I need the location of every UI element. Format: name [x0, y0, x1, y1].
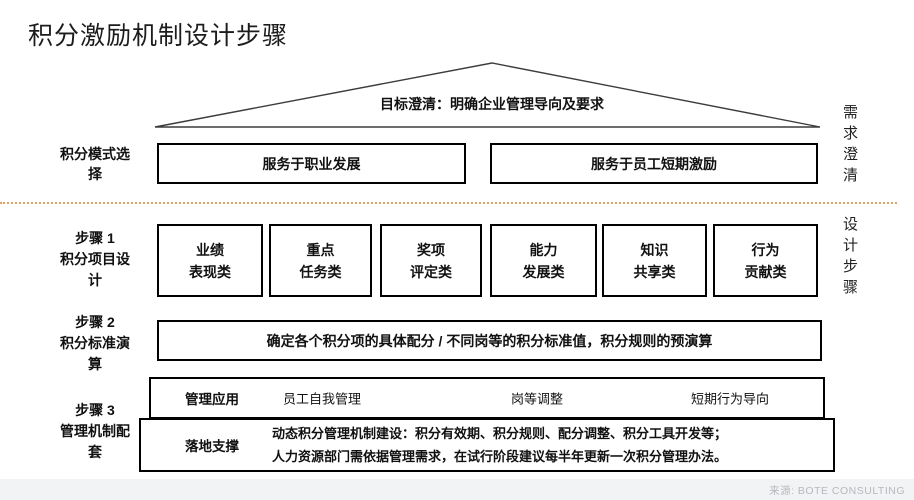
- category-line: 共享类: [633, 263, 676, 280]
- step1-label: 步骤 1 积分项目设计: [57, 228, 133, 291]
- mode-box-shortterm-incentive: 服务于员工短期激励: [490, 143, 818, 184]
- category-line: 评定类: [410, 263, 452, 280]
- application-item-grade-adjustment: 岗等调整: [510, 391, 564, 407]
- category-line: 重点: [306, 241, 335, 258]
- category-line: 奖项: [417, 241, 445, 258]
- mode-row-label: 积分模式选择: [60, 146, 130, 182]
- category-box-capability: 能力 发展类: [490, 224, 597, 297]
- category-line: 知识: [640, 241, 669, 258]
- mode-box-career-development: 服务于职业发展: [157, 143, 466, 184]
- step3-application-row: 管理应用 员工自我管理 岗等调整 短期行为导向: [149, 377, 825, 419]
- category-box-knowledge: 知识 共享类: [602, 224, 707, 297]
- category-box-performance: 业绩 表现类: [157, 224, 263, 297]
- step3-number: 步骤 3: [75, 402, 115, 418]
- category-line: 发展类: [522, 263, 565, 280]
- page-title: 积分激励机制设计步骤: [28, 22, 289, 50]
- category-line: 任务类: [299, 263, 342, 280]
- category-line: 业绩: [196, 241, 224, 258]
- category-line: 能力: [529, 241, 558, 258]
- category-box-awards: 奖项 评定类: [380, 224, 482, 297]
- support-line-2: 人力资源部门需依据管理需求，在试行阶段建议每半年更新一次积分管理办法。: [272, 449, 728, 464]
- step2-content-box: 确定各个积分项的具体配分 / 不同岗等的积分标准值，积分规则的预演算: [157, 320, 822, 361]
- side-label-design-steps: 设计步骤: [841, 216, 858, 300]
- category-line: 表现类: [189, 263, 231, 280]
- source-credit: 来源: BOTE CONSULTING: [769, 485, 905, 497]
- application-row-header: 管理应用: [185, 392, 239, 407]
- step1-number: 步骤 1: [75, 230, 115, 246]
- footer-bar: 来源: BOTE CONSULTING: [0, 479, 914, 500]
- category-line: 贡献类: [744, 263, 787, 280]
- step2-title: 积分标准演算: [60, 335, 130, 372]
- step1-title: 积分项目设计: [60, 251, 130, 288]
- step3-title: 管理机制配套: [60, 423, 130, 460]
- step3-support-row: 落地支撑 动态积分管理机制建设：积分有效期、积分规则、配分调整、积分工具开发等；…: [139, 418, 835, 472]
- category-box-key-tasks: 重点 任务类: [269, 224, 372, 297]
- category-box-behavior: 行为 贡献类: [713, 224, 818, 297]
- support-line-1: 动态积分管理机制建设：积分有效期、积分规则、配分调整、积分工具开发等；: [272, 426, 728, 441]
- step3-label: 步骤 3 管理机制配套: [57, 400, 133, 463]
- section-divider: [0, 202, 897, 204]
- category-line: 行为: [751, 241, 780, 258]
- application-item-self-management: 员工自我管理: [282, 391, 362, 407]
- support-row-header: 落地支撑: [185, 439, 239, 454]
- support-row-paragraph: 动态积分管理机制建设：积分有效期、积分规则、配分调整、积分工具开发等； 人力资源…: [272, 422, 727, 468]
- step2-label: 步骤 2 积分标准演算: [57, 312, 133, 375]
- application-item-shortterm-behavior: 短期行为导向: [690, 391, 770, 407]
- step2-number: 步骤 2: [75, 314, 115, 330]
- goal-clarify-label: 目标澄清：明确企业管理导向及要求: [380, 96, 604, 112]
- side-label-need-clarify: 需求澄清: [841, 104, 858, 188]
